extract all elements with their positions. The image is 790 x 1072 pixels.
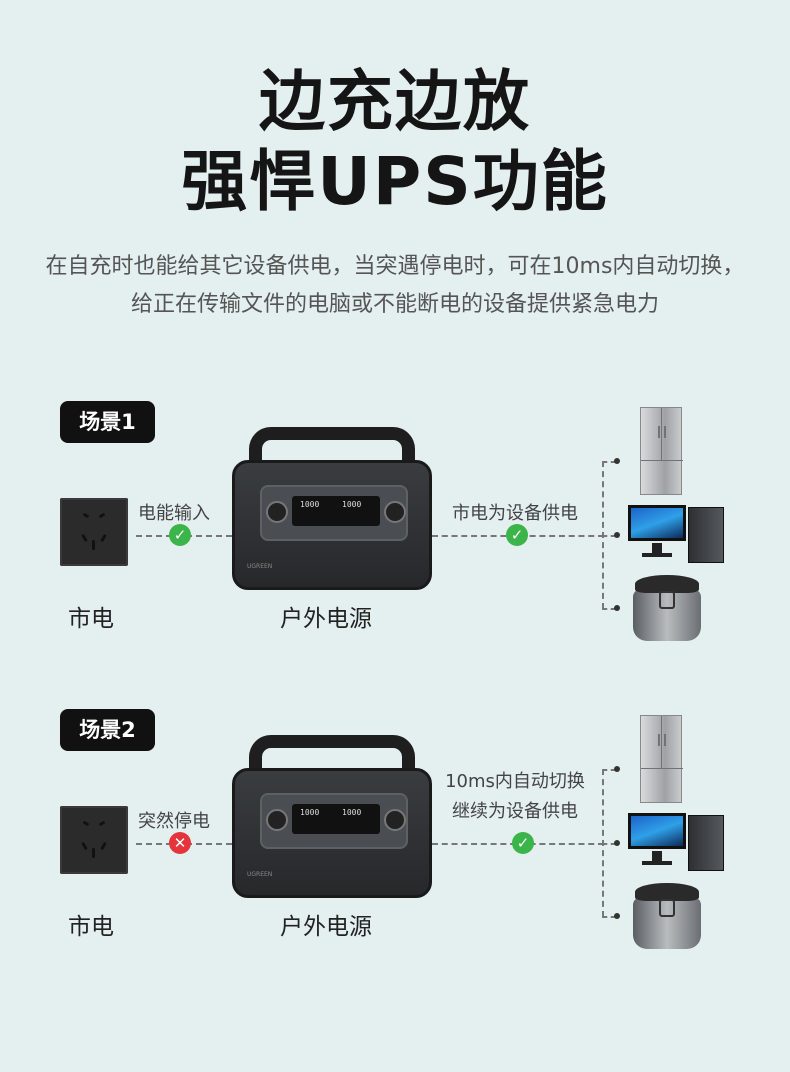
description: 在自充时也能给其它设备供电，当突遇停电时，可在10ms内自动切换，给正在传输文件… xyxy=(45,254,745,317)
scene-1: 场景1 市电 电能输入 ✓ 1000 1000 UGREEN 户外电源 市电为设… xyxy=(0,395,790,675)
station-label: 户外电源 xyxy=(280,914,372,940)
outlet-label: 市电 xyxy=(68,606,114,632)
rice-cooker-icon xyxy=(633,883,701,949)
desktop-computer-icon xyxy=(628,503,724,565)
input-label: 电能输入 xyxy=(138,503,210,524)
output-label: 市电为设备供电 xyxy=(452,503,578,524)
scene-2: 场景2 市电 突然停电 ✕ 1000 1000 UGREEN 户外电源 10ms… xyxy=(0,703,790,983)
outlet-label: 市电 xyxy=(68,914,114,940)
headline-line-2: 强悍UPS功能 xyxy=(181,143,609,220)
check-icon: ✓ xyxy=(506,524,528,546)
output-label: 10ms内自动切换 继续为设备供电 xyxy=(445,771,585,822)
headline-line-1: 边充边放 xyxy=(259,63,531,140)
check-icon: ✓ xyxy=(512,832,534,854)
check-icon: ✓ xyxy=(169,524,191,546)
scene-tag: 场景1 xyxy=(60,401,155,443)
wall-outlet-icon xyxy=(60,806,128,874)
station-label: 户外电源 xyxy=(280,606,372,632)
desktop-computer-icon xyxy=(628,811,724,873)
scene-tag: 场景2 xyxy=(60,709,155,751)
cross-icon: ✕ xyxy=(169,832,191,854)
brand-logo: UGREEN xyxy=(247,871,273,878)
power-station-image: 1000 1000 UGREEN xyxy=(232,735,432,900)
brand-logo: UGREEN xyxy=(247,563,273,570)
wall-outlet-icon xyxy=(60,498,128,566)
input-label: 突然停电 xyxy=(138,811,210,832)
refrigerator-icon xyxy=(640,715,683,803)
rice-cooker-icon xyxy=(633,575,701,641)
power-station-image: 1000 1000 UGREEN xyxy=(232,427,432,592)
refrigerator-icon xyxy=(640,407,683,495)
